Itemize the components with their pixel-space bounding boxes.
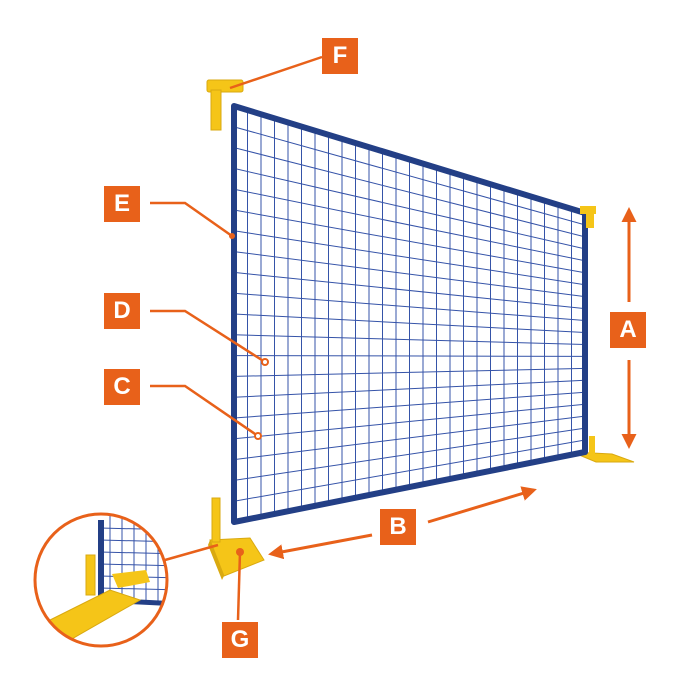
leader-line-d [150, 309, 266, 364]
mesh-wire-horizontal [234, 403, 585, 440]
mesh-wire-horizontal [234, 209, 585, 274]
leader-lines [150, 55, 323, 621]
fence-stand-right [571, 436, 635, 463]
leader-line-f [229, 55, 323, 90]
detail-view-icon [33, 512, 169, 648]
mesh-wire-horizontal [234, 167, 585, 250]
leader-dot-c [254, 432, 262, 440]
label-b: B [380, 509, 416, 545]
label-f: F [322, 38, 358, 74]
leader-line-e [150, 201, 233, 238]
leader-dot-e [229, 233, 235, 239]
label-e: E [104, 186, 140, 222]
detail-view [33, 512, 169, 648]
fence-frame [231, 103, 588, 525]
leader-line-detail [164, 543, 219, 562]
clamp-top-right [580, 206, 596, 228]
mesh-wire-horizontal [234, 313, 585, 333]
mesh-wire-horizontal [234, 251, 585, 298]
mesh-wire-horizontal [234, 415, 585, 461]
mesh-wire-horizontal [234, 427, 585, 481]
leader-line-c [150, 384, 259, 438]
mesh-wire-horizontal [234, 271, 585, 310]
mesh-wire-horizontal [234, 230, 585, 286]
mesh-wire-horizontal [234, 292, 585, 322]
label-d: D [104, 293, 140, 329]
wire-mesh [234, 110, 585, 520]
leader-dot-g [236, 548, 244, 556]
leader-dot-d [261, 358, 269, 366]
mesh-wire-horizontal [234, 188, 585, 262]
leader-line-g [236, 551, 242, 621]
label-a: A [610, 312, 646, 348]
mesh-wire-horizontal [234, 439, 585, 502]
fence-stand-left [208, 497, 265, 580]
mesh-wire-horizontal [234, 391, 585, 419]
mesh-wire-horizontal [234, 379, 585, 398]
label-c: C [104, 369, 140, 405]
mesh-wire-horizontal [234, 126, 585, 226]
width-arrow-icon [268, 486, 537, 560]
mesh-wire-horizontal [234, 355, 585, 357]
mesh-wire-horizontal [234, 334, 585, 345]
mesh-wire-horizontal [234, 147, 585, 238]
mesh-wire-horizontal [234, 367, 585, 377]
label-g: G [222, 622, 258, 658]
clamp-top-left [206, 79, 244, 131]
